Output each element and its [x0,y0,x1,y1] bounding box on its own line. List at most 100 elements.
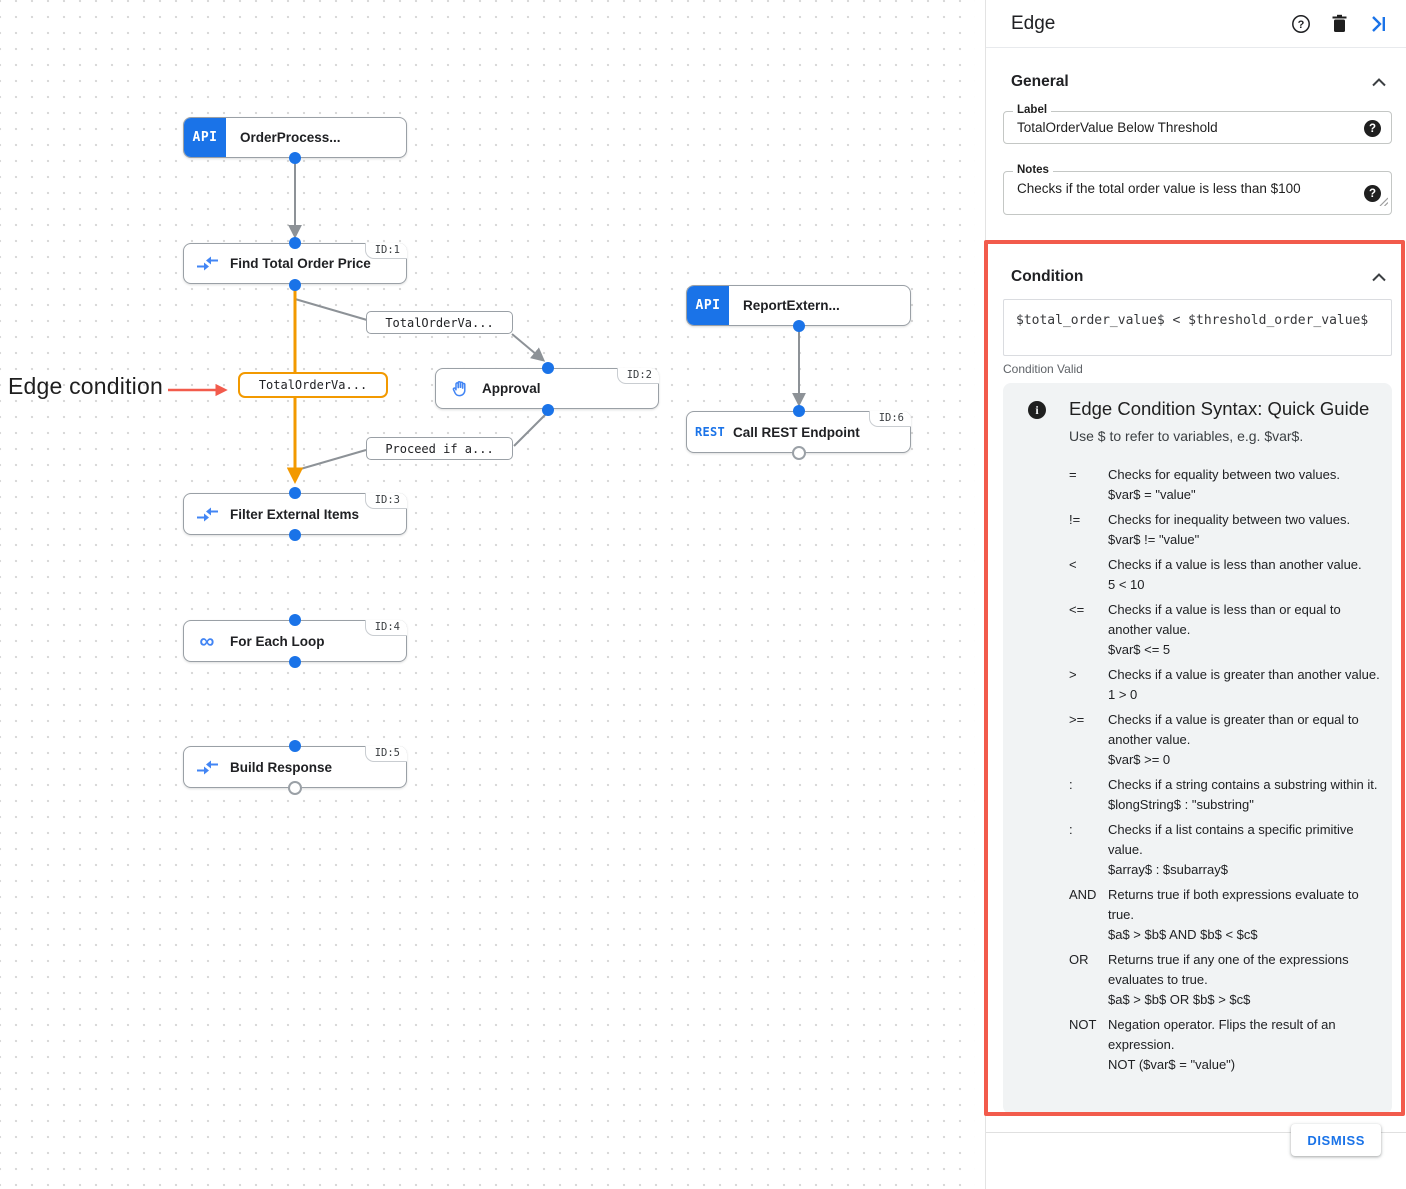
op-body: Returns true if both expressions evaluat… [1108,885,1384,945]
operator-row: = Checks for equality between two values… [1069,465,1384,505]
op-body: Checks if a list contains a specific pri… [1108,820,1384,880]
help-icon[interactable]: ? [1290,13,1312,35]
op-desc: Checks if a value is less than or equal … [1108,602,1341,637]
edges-layer [168,160,806,484]
op-desc: Checks if a list contains a specific pri… [1108,822,1354,857]
op-symbol: OR [1069,952,1089,967]
op-example: $var$ = "value" [1108,487,1196,502]
info-icon: i [1028,401,1046,419]
edge-label-text: Proceed if a... [385,441,494,456]
operator-row: > Checks if a value is greater than anot… [1069,665,1384,705]
node-id-badge: ID:4 [364,620,407,636]
operator-row: NOT Negation operator. Flips the result … [1069,1015,1384,1075]
operator-row: < Checks if a value is less than another… [1069,555,1384,595]
delete-icon[interactable] [1328,13,1350,35]
edge-label-totalordervalue-below-selected[interactable]: TotalOrderVa... [238,372,388,398]
op-symbol: >= [1069,712,1085,727]
node-id-badge: ID:3 [364,493,407,509]
node-label: Build Response [230,759,333,775]
edge-label-to-merge[interactable] [296,449,367,471]
op-body: Checks for equality between two values. … [1108,465,1384,505]
collapse-panel-icon[interactable] [1366,13,1388,35]
edge-condition-annotation: Edge condition [8,373,163,399]
node-label: Approval [482,381,541,396]
node-filter-external-items[interactable]: Filter External Items ID:3 [183,493,407,535]
operator-row: AND Returns true if both expressions eva… [1069,885,1384,945]
op-symbol: = [1069,467,1077,482]
op-body: Checks if a value is less than another v… [1108,555,1384,595]
node-orderprocess-trigger[interactable]: API OrderProcess... [183,117,407,158]
notes-input[interactable]: Checks if the total order value is less … [1004,172,1391,214]
edge-branch-to-label[interactable] [294,298,368,321]
node-call-rest-endpoint[interactable]: REST Call REST Endpoint ID:6 [686,411,911,453]
op-example: $var$ >= 0 [1108,752,1171,767]
loop-icon: ∞ [199,629,215,653]
op-body: Checks if a value is greater than anothe… [1108,665,1384,705]
workflow-canvas[interactable] [0,0,975,1189]
section-condition-header[interactable]: Condition [986,268,1406,286]
operator-row: : Checks if a string contains a substrin… [1069,775,1384,815]
node-for-each-loop[interactable]: ∞ For Each Loop ID:4 [183,620,407,662]
node-approval[interactable]: Approval ID:2 [435,368,659,409]
field-help-icon[interactable]: ? [1364,120,1381,137]
guide-title: Edge Condition Syntax: Quick Guide [1069,398,1370,419]
node-reportextern[interactable]: API ReportExtern... [686,285,911,326]
op-body: Checks if a value is greater than or equ… [1108,710,1384,770]
node-label: Filter External Items [230,506,360,522]
edge-label-text: TotalOrderVa... [385,315,494,330]
section-condition-title: Condition [1011,268,1084,285]
op-example: NOT ($var$ = "value") [1108,1057,1236,1072]
op-desc: Checks for inequality between two values… [1108,512,1351,527]
chevron-up-icon [1372,77,1386,86]
node-find-total-order-price[interactable]: Find Total Order Price ID:1 [183,243,407,284]
panel-title: Edge [1011,12,1056,34]
rest-icon: REST [694,425,726,439]
chevron-up-icon [1372,272,1386,281]
label-field: Label ? [1003,104,1392,144]
edge-label-proceed-if-approved[interactable]: Proceed if a... [366,437,513,460]
api-badge: API [687,286,729,325]
field-help-icon[interactable]: ? [1364,185,1381,202]
edge-approval-to-label[interactable] [513,411,549,447]
op-desc: Returns true if any one of the expressio… [1108,952,1349,987]
data-mapping-icon [184,760,230,775]
op-example: 5 < 10 [1108,577,1145,592]
operator-row: != Checks for inequality between two val… [1069,510,1384,550]
node-id-badge: ID:2 [616,368,659,384]
op-symbol: <= [1069,602,1085,617]
op-desc: Checks if a value is less than another v… [1108,557,1362,572]
edge-label-totalordervalue-above[interactable]: TotalOrderVa... [366,311,513,334]
op-example: $var$ != "value" [1108,532,1200,547]
op-example: $array$ : $subarray$ [1108,862,1228,877]
operator-row: OR Returns true if any one of the expres… [1069,950,1384,1010]
op-desc: Checks if a string contains a substring … [1108,777,1378,792]
op-symbol: AND [1069,887,1097,902]
op-desc: Checks for equality between two values. [1108,467,1340,482]
op-example: $longString$ : "substring" [1108,797,1254,812]
edge-label-to-approval[interactable] [511,333,546,362]
section-general-header[interactable]: General [986,73,1406,91]
resize-handle-icon[interactable] [1379,193,1389,211]
dismiss-button[interactable]: DISMISS [1291,1124,1381,1156]
op-desc: Negation operator. Flips the result of a… [1108,1017,1336,1052]
data-mapping-icon [184,256,230,271]
op-symbol: : [1069,777,1073,792]
op-symbol: : [1069,822,1073,837]
operator-row: : Checks if a list contains a specific p… [1069,820,1384,880]
node-build-response[interactable]: Build Response ID:5 [183,746,407,788]
condition-expression-input[interactable]: $total_order_value$ < $threshold_order_v… [1003,299,1392,356]
label-input[interactable] [1004,112,1391,143]
footer-divider [986,1132,1406,1133]
edge-properties-panel: Edge ? [984,0,1406,1189]
node-label: OrderProcess... [240,130,341,145]
edge-label-text: TotalOrderVa... [258,378,368,392]
api-badge: API [184,118,226,157]
notes-field: Notes Checks if the total order value is… [1003,164,1392,215]
guide-intro: Use $ to refer to variables, e.g. $var$. [1069,428,1304,444]
node-id-badge: ID:6 [868,411,911,427]
op-body: Returns true if any one of the expressio… [1108,950,1384,1010]
node-label: Call REST Endpoint [733,424,860,440]
op-body: Checks if a string contains a substring … [1108,775,1384,815]
node-label: ReportExtern... [743,298,840,313]
hand-approval-icon [436,379,482,398]
